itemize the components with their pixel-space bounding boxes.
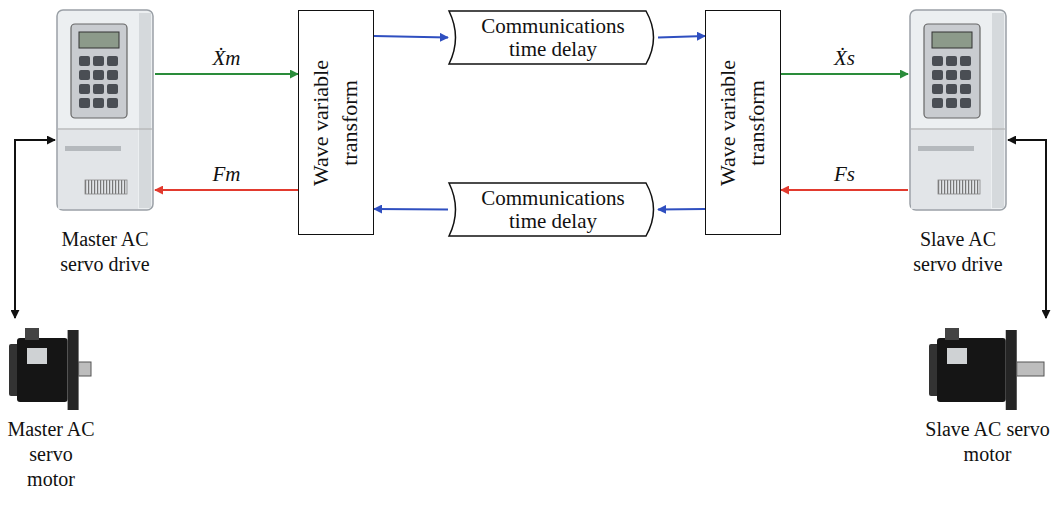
signal-arrow bbox=[1008, 140, 1046, 318]
delay-block: Communications time delay bbox=[448, 182, 658, 237]
transform-box: Wave variable transform bbox=[298, 10, 374, 235]
signal-arrow bbox=[374, 36, 448, 38]
servo-motor-illustration bbox=[5, 318, 97, 413]
delay-block: Communications time delay bbox=[448, 10, 658, 65]
signal-arrow bbox=[658, 208, 705, 211]
signal-arrow bbox=[155, 189, 298, 191]
signal-arrow bbox=[155, 73, 298, 75]
transform-box: Wave variable transform bbox=[705, 10, 781, 235]
device-caption: Master AC servo drive bbox=[55, 227, 155, 277]
servo-drive: Slave AC servo drive bbox=[908, 8, 1008, 277]
block-label: Wave variable transform bbox=[307, 38, 364, 208]
device-caption: Slave AC servo drive bbox=[908, 227, 1008, 277]
servo-motor: Master AC servo motor bbox=[5, 318, 97, 492]
block-label: Wave variable transform bbox=[714, 38, 771, 208]
device-caption: Slave AC servo motor bbox=[925, 417, 1050, 467]
signal-arrow bbox=[374, 208, 448, 211]
device-caption: Master AC servo motor bbox=[5, 417, 97, 492]
servo-drive-illustration bbox=[908, 8, 1008, 213]
signal-label: Ẋm bbox=[213, 46, 241, 71]
block-label: Communications time delay bbox=[465, 14, 641, 60]
signal-arrow bbox=[781, 189, 908, 191]
servo-motor-illustration bbox=[925, 318, 1050, 413]
signal-label: Fm bbox=[213, 162, 241, 187]
servo-drive: Master AC servo drive bbox=[55, 8, 155, 277]
signal-arrow bbox=[658, 36, 705, 38]
servo-drive-illustration bbox=[55, 8, 155, 213]
signal-label: Ẋs bbox=[834, 46, 855, 71]
signal-label: Fs bbox=[834, 162, 855, 187]
block-label: Communications time delay bbox=[465, 186, 641, 232]
signal-arrow bbox=[781, 73, 908, 75]
signal-arrow bbox=[15, 140, 55, 318]
servo-motor: Slave AC servo motor bbox=[925, 318, 1050, 467]
